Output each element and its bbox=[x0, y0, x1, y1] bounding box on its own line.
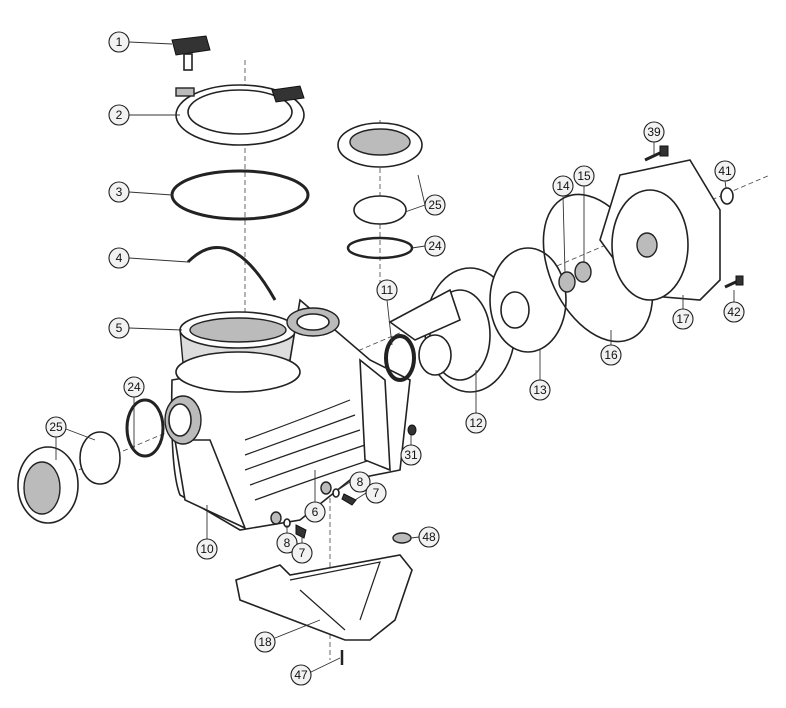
callout-label: 25 bbox=[49, 420, 63, 434]
callout-label: 24 bbox=[428, 239, 442, 253]
part-union-left bbox=[17, 398, 165, 524]
callout-label: 14 bbox=[556, 179, 570, 193]
callout-label: 7 bbox=[299, 546, 306, 560]
part-bolt-39 bbox=[644, 145, 669, 162]
leader-lines bbox=[55, 41, 735, 673]
callout-12: 12 bbox=[465, 412, 487, 434]
callout-48: 48 bbox=[418, 526, 440, 548]
part-union-top bbox=[337, 122, 423, 260]
part-washer-41 bbox=[720, 187, 734, 205]
callout-label: 13 bbox=[533, 383, 547, 397]
callout-15: 15 bbox=[573, 165, 595, 187]
callout-25-left: 25 bbox=[45, 416, 67, 438]
part-basket-clip bbox=[186, 246, 277, 301]
part-drain-plug-right bbox=[320, 481, 357, 506]
callout-10: 10 bbox=[196, 538, 218, 560]
callout-1: 1 bbox=[108, 31, 130, 53]
callout-label: 4 bbox=[116, 251, 123, 265]
callout-label: 11 bbox=[381, 283, 394, 297]
callout-label: 47 bbox=[294, 668, 308, 682]
part-pump-housing bbox=[164, 298, 411, 531]
callout-11: 11 bbox=[376, 279, 398, 301]
callout-24-left: 24 bbox=[123, 376, 145, 398]
callout-label: 5 bbox=[116, 321, 123, 335]
callout-8-bottom: 8 bbox=[276, 532, 298, 554]
callout-7-right: 7 bbox=[365, 482, 387, 504]
part-mechanical-seal bbox=[558, 271, 576, 293]
part-motor-base bbox=[235, 554, 413, 641]
callout-label: 18 bbox=[258, 635, 272, 649]
callout-label: 25 bbox=[428, 198, 442, 212]
part-lid-o-ring bbox=[170, 169, 310, 221]
callout-label: 12 bbox=[469, 416, 483, 430]
callout-label: 8 bbox=[357, 475, 364, 489]
part-seal-ring bbox=[574, 261, 592, 283]
part-bushing-48 bbox=[392, 532, 412, 544]
callout-label: 48 bbox=[422, 530, 436, 544]
callout-label: 16 bbox=[604, 348, 618, 362]
callout-label: 41 bbox=[718, 164, 732, 178]
callout-label: 8 bbox=[284, 536, 291, 550]
callout-label: 39 bbox=[647, 125, 661, 139]
callout-2: 2 bbox=[108, 104, 130, 126]
callout-14: 14 bbox=[552, 175, 574, 197]
part-seal-plate bbox=[599, 159, 721, 301]
part-knob bbox=[171, 35, 211, 71]
callout-label: 10 bbox=[200, 542, 214, 556]
callout-label: 17 bbox=[676, 312, 690, 326]
callout-24-top: 24 bbox=[424, 235, 446, 257]
callout-13: 13 bbox=[529, 379, 551, 401]
callout-18: 18 bbox=[254, 631, 276, 653]
callout-label: 15 bbox=[577, 169, 591, 183]
callout-8-right: 8 bbox=[349, 471, 371, 493]
callout-label: 1 bbox=[116, 35, 123, 49]
part-diffuser-o-ring bbox=[384, 334, 416, 382]
callout-label: 24 bbox=[127, 380, 141, 394]
callout-label: 2 bbox=[116, 108, 123, 122]
callout-label: 3 bbox=[116, 185, 123, 199]
part-drain-plug-bottom bbox=[270, 511, 307, 539]
callout-5: 5 bbox=[108, 317, 130, 339]
callout-31: 31 bbox=[400, 444, 422, 466]
callout-42: 42 bbox=[723, 301, 745, 323]
callout-16: 16 bbox=[600, 344, 622, 366]
part-bolt-42 bbox=[724, 275, 744, 289]
callout-7-bottom: 7 bbox=[291, 542, 313, 564]
callout-6: 6 bbox=[304, 501, 326, 523]
callout-label: 42 bbox=[727, 305, 741, 319]
callout-47: 47 bbox=[290, 664, 312, 686]
part-impeller bbox=[489, 247, 567, 353]
callout-17: 17 bbox=[672, 308, 694, 330]
callout-label: 31 bbox=[404, 448, 418, 462]
callout-39: 39 bbox=[643, 121, 665, 143]
callout-3: 3 bbox=[108, 181, 130, 203]
part-plug-31 bbox=[407, 424, 417, 436]
callout-41: 41 bbox=[714, 160, 736, 182]
callout-label: 6 bbox=[312, 505, 319, 519]
part-lid bbox=[175, 84, 305, 146]
callout-4: 4 bbox=[108, 247, 130, 269]
callout-25-top: 25 bbox=[424, 194, 446, 216]
callout-label: 7 bbox=[373, 486, 380, 500]
